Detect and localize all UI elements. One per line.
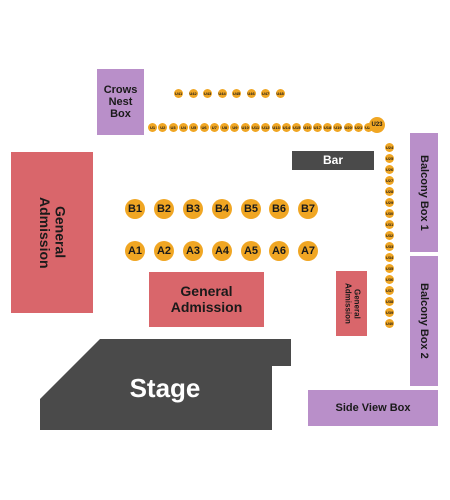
upper-seat[interactable]: U20 xyxy=(343,123,353,132)
seat-b4[interactable]: B4 xyxy=(212,199,232,219)
upper-seat[interactable]: U22 xyxy=(364,123,374,132)
upper-seat[interactable]: U7 xyxy=(209,123,219,132)
upper-seat[interactable]: U17 xyxy=(312,123,322,132)
upper-seat[interactable]: U47 xyxy=(261,89,270,98)
upper-seat[interactable]: U32 xyxy=(385,231,394,240)
seat-b7[interactable]: B7 xyxy=(298,199,318,219)
upper-seat[interactable]: U4 xyxy=(178,123,188,132)
seat-a2[interactable]: A2 xyxy=(154,241,174,261)
upper-seat[interactable]: U37 xyxy=(385,286,394,295)
upper-seat[interactable]: U3 xyxy=(168,123,178,132)
upper-seat[interactable]: U18 xyxy=(323,123,333,132)
upper-seat[interactable]: U34 xyxy=(385,253,394,262)
upper-seat[interactable]: U2 xyxy=(158,123,168,132)
seat-a1[interactable]: A1 xyxy=(125,241,145,261)
general-admission-right[interactable]: General Admission xyxy=(336,271,367,336)
upper-seat[interactable]: U28 xyxy=(385,187,394,196)
general-admission-center[interactable]: General Admission xyxy=(149,272,264,327)
seat-a3[interactable]: A3 xyxy=(183,241,203,261)
balcony-box-2[interactable]: Balcony Box 2 xyxy=(410,256,438,386)
upper-seat[interactable]: U5 xyxy=(189,123,199,132)
upper-seat[interactable]: U9 xyxy=(230,123,240,132)
upper-seat[interactable]: U11 xyxy=(251,123,260,132)
stage-label: Stage xyxy=(129,372,201,403)
upper-seat[interactable]: U48 xyxy=(275,89,285,98)
upper-seat[interactable]: U27 xyxy=(385,176,394,185)
upper-seat[interactable]: U43 xyxy=(203,89,212,98)
upper-seat[interactable]: U46 xyxy=(246,89,256,98)
upper-seat[interactable]: U31 xyxy=(385,220,394,229)
general-admission-left[interactable]: General Admission xyxy=(11,152,93,313)
upper-seat[interactable]: U45 xyxy=(232,89,241,98)
seat-a6[interactable]: A6 xyxy=(269,241,289,261)
upper-seat[interactable]: U41 xyxy=(174,89,183,98)
upper-seat[interactable]: U40 xyxy=(385,319,394,328)
upper-seat[interactable]: U44 xyxy=(217,89,227,98)
upper-seat[interactable]: U10 xyxy=(240,123,250,132)
seat-a7[interactable]: A7 xyxy=(298,241,318,261)
bar-section[interactable]: Bar xyxy=(292,151,374,170)
upper-seat[interactable]: U6 xyxy=(199,123,209,132)
upper-seat[interactable]: U13 xyxy=(271,123,281,132)
seat-b6[interactable]: B6 xyxy=(269,199,289,219)
upper-seat[interactable]: U21 xyxy=(354,123,363,132)
upper-seat[interactable]: U16 xyxy=(302,123,312,132)
side-view-box[interactable]: Side View Box xyxy=(308,390,438,426)
balcony-box-1[interactable]: Balcony Box 1 xyxy=(410,133,438,252)
upper-seat[interactable]: U29 xyxy=(385,198,394,207)
upper-seat[interactable]: U38 xyxy=(385,297,394,306)
upper-seat[interactable]: U12 xyxy=(261,123,271,132)
upper-seat[interactable]: U25 xyxy=(385,154,394,163)
crows-nest-box[interactable]: Crows Nest Box xyxy=(97,69,144,135)
seat-a4[interactable]: A4 xyxy=(212,241,232,261)
upper-seat[interactable]: U26 xyxy=(385,165,394,174)
seat-b2[interactable]: B2 xyxy=(154,199,174,219)
upper-seat[interactable]: U36 xyxy=(385,275,394,284)
upper-seat[interactable]: U33 xyxy=(385,242,394,251)
upper-seat[interactable]: U15 xyxy=(292,123,302,132)
seat-b5[interactable]: B5 xyxy=(241,199,261,219)
upper-seat[interactable]: U42 xyxy=(188,89,198,98)
upper-seat[interactable]: U8 xyxy=(220,123,230,132)
upper-seat[interactable]: U39 xyxy=(385,308,394,317)
upper-seat[interactable]: U19 xyxy=(333,123,343,132)
seat-b3[interactable]: B3 xyxy=(183,199,203,219)
seat-b1[interactable]: B1 xyxy=(125,199,145,219)
upper-seat[interactable]: U14 xyxy=(281,123,291,132)
upper-seat[interactable]: U24 xyxy=(385,143,394,152)
upper-seat[interactable]: U35 xyxy=(385,264,394,273)
upper-seat[interactable]: U23 xyxy=(369,117,385,133)
upper-seat[interactable]: U1 xyxy=(148,123,157,132)
upper-seat[interactable]: U30 xyxy=(385,209,394,218)
seat-a5[interactable]: A5 xyxy=(241,241,261,261)
